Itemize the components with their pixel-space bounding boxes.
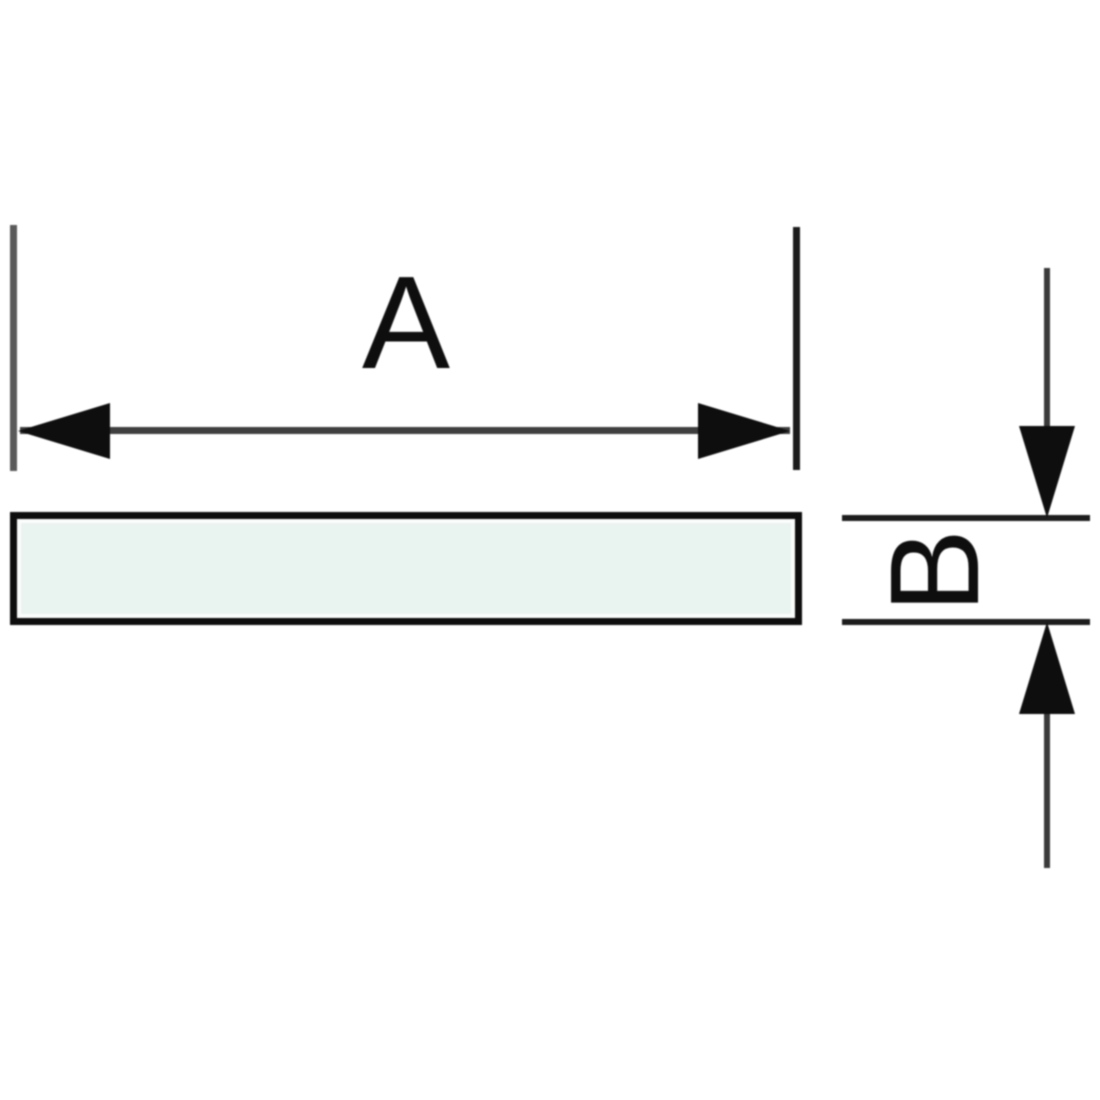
width-extension-line-right <box>793 227 800 470</box>
arrowhead-left-icon <box>18 403 110 459</box>
flat-bar-profile <box>10 512 802 625</box>
thickness-extension-line-top <box>842 515 1090 521</box>
thickness-extension-line-bottom <box>842 619 1090 625</box>
arrowhead-up-icon <box>1019 622 1075 714</box>
width-dimension-line <box>20 427 790 434</box>
width-dimension-label: A <box>361 249 451 396</box>
thickness-dimension-label: B <box>864 528 1005 614</box>
thickness-leader-line-upper <box>1044 268 1050 430</box>
arrowhead-down-icon <box>1019 426 1075 518</box>
thickness-leader-line-lower <box>1044 706 1050 868</box>
width-extension-line-left <box>10 225 17 471</box>
arrowhead-right-icon <box>698 403 790 459</box>
